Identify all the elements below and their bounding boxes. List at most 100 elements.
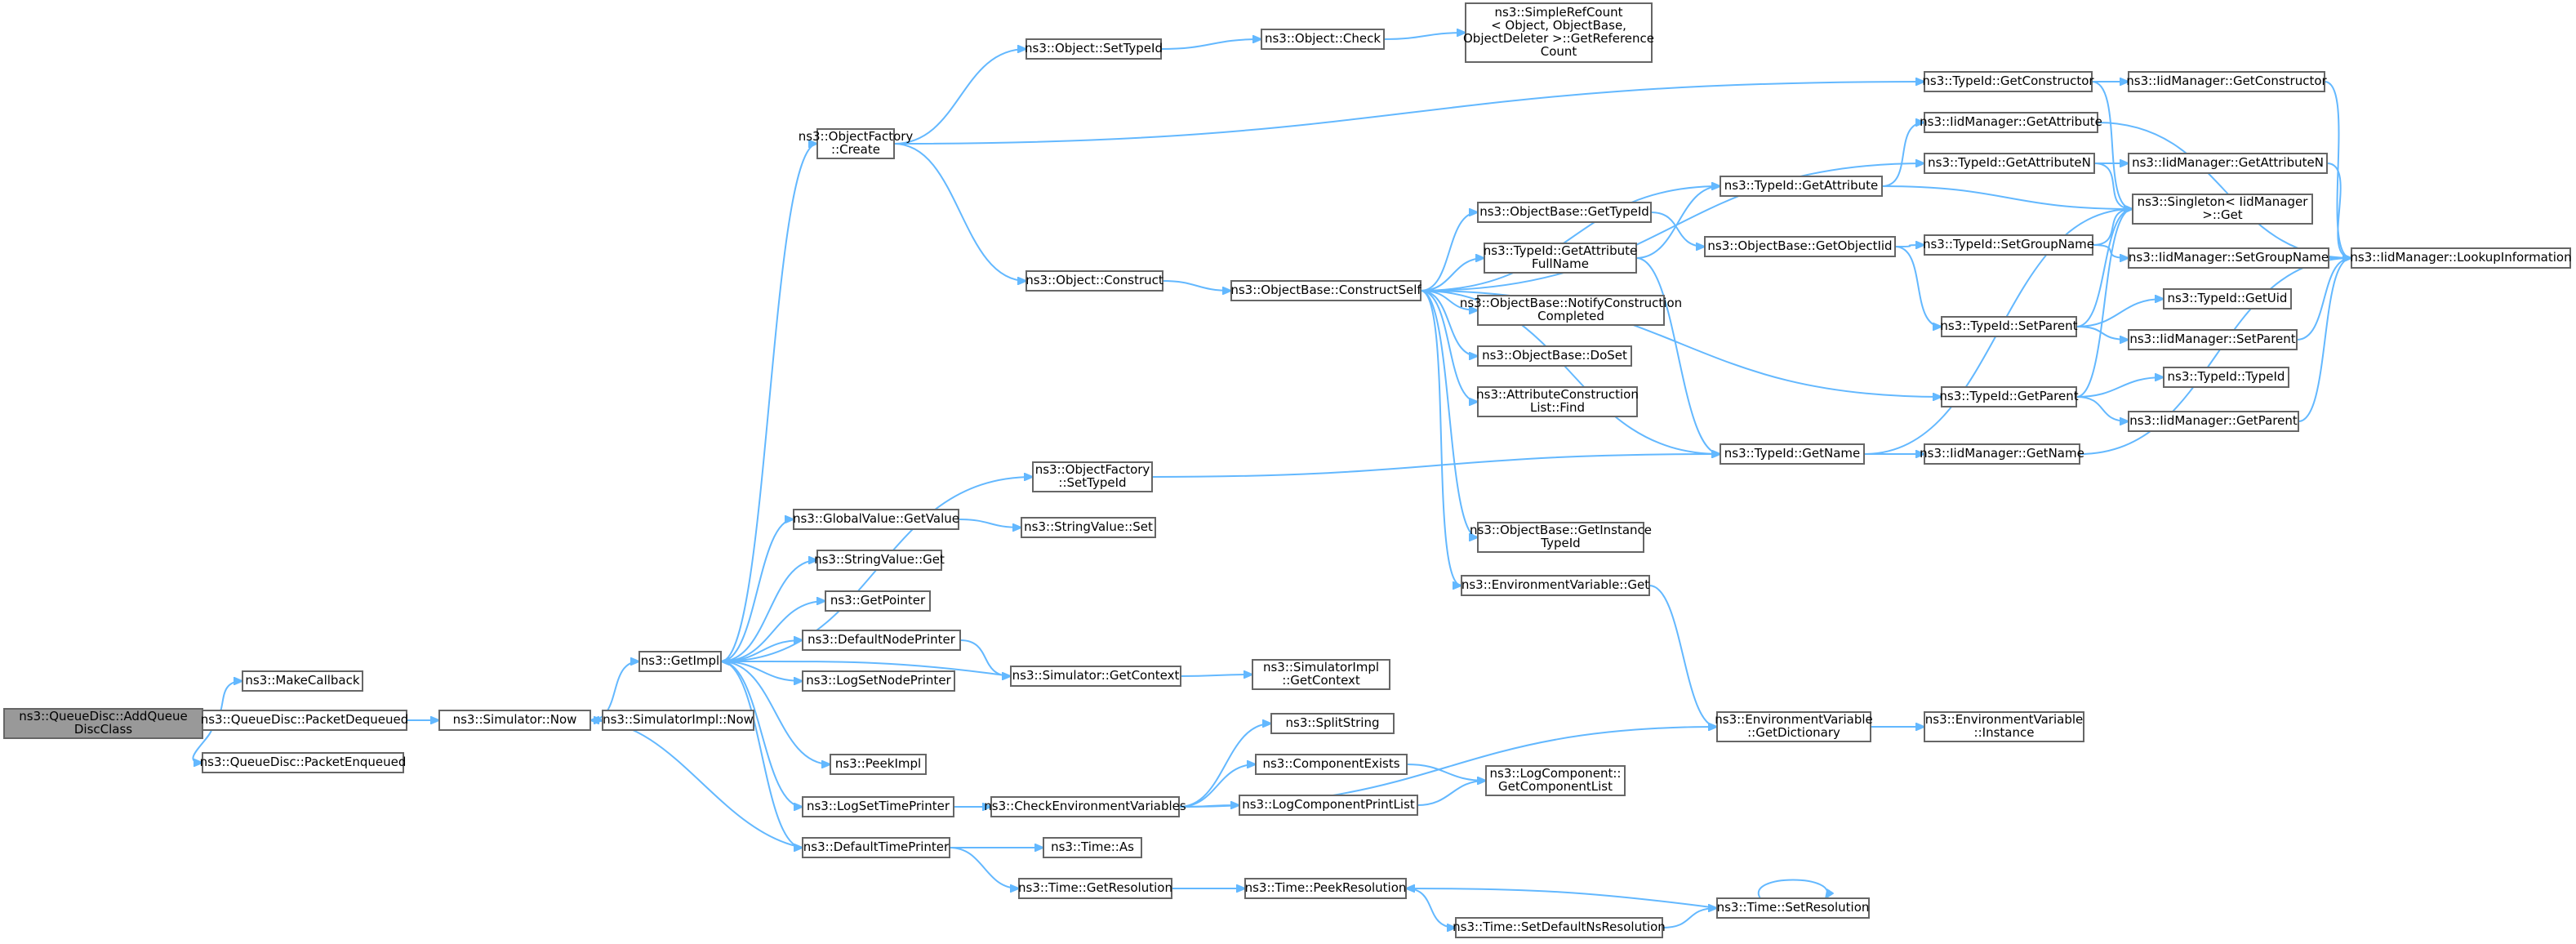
node-envget[interactable]: ns3::EnvironmentVariable::Get [1461, 575, 1650, 596]
edge-constructself-to-getinsttid [1420, 290, 1478, 537]
node-svset[interactable]: ns3::StringValue::Set [1021, 517, 1156, 538]
node-logsetnodeprinter[interactable]: ns3::LogSetNodePrinter [802, 670, 955, 692]
edge-iidgetparent-to-lookupinfo [2298, 258, 2351, 422]
node-ofsettid[interactable]: ns3::ObjectFactory::SetTypeId [1032, 461, 1153, 492]
node-singleton[interactable]: ns3::Singleton< IidManager>::Get [2132, 194, 2313, 225]
node-envgetdict[interactable]: ns3::EnvironmentVariable::GetDictionary [1715, 711, 1873, 742]
node-doset[interactable]: ns3::ObjectBase::DoSet [1477, 345, 1632, 367]
node-tidgetparent[interactable]: ns3::TypeId::GetParent [1939, 386, 2079, 407]
node-iidgetattr[interactable]: ns3::IidManager::GetAttribute [1920, 112, 2102, 133]
node-tidtid[interactable]: ns3::TypeId::TypeId [2163, 367, 2289, 388]
node-tidsetparent[interactable]: ns3::TypeId::SetParent [1940, 316, 2078, 337]
node-iidgetattrn[interactable]: ns3::IidManager::GetAttributeN [2128, 153, 2328, 174]
node-label: ns3::TypeId::GetAttributeN [1928, 155, 2091, 170]
node-peekimpl[interactable]: ns3::PeekImpl [830, 754, 927, 775]
node-timepeekres[interactable]: ns3::Time::PeekResolution [1244, 878, 1407, 899]
node-iidgetctor[interactable]: ns3::IidManager::GetConstructor [2126, 71, 2328, 92]
edge-compexists-to-logcompget [1406, 764, 1486, 781]
node-constructself[interactable]: ns3::ObjectBase::ConstructSelf [1230, 280, 1421, 301]
node-ofcreate[interactable]: ns3::ObjectFactory::Create [799, 128, 914, 159]
node-box [1924, 443, 2080, 465]
edge-tidattrfull-to-tidgetname [1635, 257, 1720, 454]
edge-getobjtid-to-tidsetgroup [1894, 245, 1924, 247]
node-timesetdefns[interactable]: ns3::Time::SetDefaultNsResolution [1453, 917, 1666, 938]
node-lookupinfo[interactable]: ns3::IidManager::LookupInformation [2350, 247, 2572, 269]
node-label: List::Find [1530, 400, 1585, 415]
edge-tidgetattr-to-iidgetattr [1881, 122, 1924, 187]
node-box [242, 670, 363, 692]
node-objsettid[interactable]: ns3::Object::SetTypeId [1025, 38, 1163, 60]
edge-constructself-to-tidattrfull [1420, 258, 1484, 292]
node-label: ns3::LogSetTimePrinter [807, 799, 950, 813]
node-getpointer[interactable]: ns3::GetPointer [825, 590, 931, 612]
edge-logcompprint-to-logcompget [1417, 781, 1486, 806]
node-defaulttimeprinter[interactable]: ns3::DefaultTimePrinter [802, 837, 950, 858]
node-svget[interactable]: ns3::StringValue::Get [814, 550, 945, 571]
edge-constructself-to-attrconstr [1420, 290, 1478, 402]
edge-getimpl-to-logsettimeprinter [720, 661, 803, 807]
node-timeas[interactable]: ns3::Time::As [1043, 837, 1142, 858]
node-logsettimeprinter[interactable]: ns3::LogSetTimePrinter [802, 796, 954, 817]
node-box [1720, 176, 1883, 197]
node-iidsetparent[interactable]: ns3::IidManager::SetParent [2128, 329, 2298, 350]
node-simimplnow[interactable]: ns3::SimulatorImpl::Now [602, 710, 754, 731]
node-obgettid[interactable]: ns3::ObjectBase::GetTypeId [1477, 202, 1652, 223]
node-checkenv[interactable]: ns3::CheckEnvironmentVariables [984, 796, 1186, 817]
node-notifyconstr[interactable]: ns3::ObjectBase::NotifyConstructionCompl… [1460, 295, 1682, 326]
edge-timesetdefns-to-timesetres [1662, 908, 1717, 928]
node-simnow[interactable]: ns3::Simulator::Now [438, 710, 591, 731]
node-getimpl[interactable]: ns3::GetImpl [638, 651, 722, 672]
node-tidgetname[interactable]: ns3::TypeId::GetName [1720, 443, 1865, 465]
node-iidgetparent[interactable]: ns3::IidManager::GetParent [2128, 411, 2299, 432]
node-tidsetgroup[interactable]: ns3::TypeId::SetGroupName [1923, 234, 2094, 256]
node-timesetres[interactable]: ns3::Time::SetResolution [1716, 897, 1870, 919]
node-refcount[interactable]: ns3::SimpleRefCount< Object, ObjectBase,… [1463, 2, 1654, 63]
edge-timepeekres-to-timesetdefns [1405, 888, 1456, 928]
node-compexists[interactable]: ns3::ComponentExists [1255, 754, 1408, 775]
node-box [2128, 71, 2325, 92]
node-tidgetattrn[interactable]: ns3::TypeId::GetAttributeN [1924, 153, 2095, 174]
node-box [1485, 765, 1626, 796]
node-iidgetname[interactable]: ns3::IidManager::GetName [1920, 443, 2084, 465]
node-box [1477, 295, 1665, 326]
node-makecb[interactable]: ns3::MakeCallback [242, 670, 363, 692]
node-penq[interactable]: ns3::QueueDisc::PacketEnqueued [200, 752, 407, 773]
node-label: ns3::MakeCallback [245, 673, 359, 688]
node-box [802, 837, 950, 858]
node-objcheck[interactable]: ns3::Object::Check [1261, 29, 1385, 50]
node-label: ns3::EnvironmentVariable [1925, 712, 2083, 727]
node-logcompget[interactable]: ns3::LogComponent::GetComponentList [1485, 765, 1626, 796]
node-label: ns3::TypeId::SetParent [1940, 318, 2077, 333]
node-label: ns3::Time::SetDefaultNsResolution [1453, 920, 1666, 934]
node-label: ns3::Time::PeekResolution [1245, 880, 1407, 895]
node-getobjtid[interactable]: ns3::ObjectBase::GetObjectIid [1704, 236, 1896, 257]
node-box [1924, 234, 2093, 256]
node-envinstance[interactable]: ns3::EnvironmentVariable::Instance [1924, 711, 2084, 742]
edge-ofcreate-to-objsettid [893, 49, 1026, 145]
node-iidsetgroup[interactable]: ns3::IidManager::SetGroupName [2128, 247, 2329, 269]
node-objconstruct[interactable]: ns3::Object::Construct [1026, 270, 1163, 292]
node-defnodeprinter[interactable]: ns3::DefaultNodePrinter [802, 630, 961, 651]
node-timegetres[interactable]: ns3::Time::GetResolution [1018, 878, 1172, 899]
node-label: ns3::ObjectBase::GetInstance [1470, 523, 1652, 537]
node-gvgetvalue[interactable]: ns3::GlobalValue::GetValue [793, 509, 959, 530]
node-tidgetattr[interactable]: ns3::TypeId::GetAttribute [1720, 176, 1883, 197]
node-label: ns3::Simulator::GetContext [1012, 668, 1180, 683]
edge-tidgetparent-to-singleton [2075, 209, 2133, 398]
node-tidgetctor[interactable]: ns3::TypeId::GetConstructor [1922, 71, 2094, 92]
node-tidgetuid[interactable]: ns3::TypeId::GetUid [2163, 288, 2292, 309]
node-box [1461, 575, 1650, 596]
node-simgetctx[interactable]: ns3::Simulator::GetContext [1010, 666, 1181, 687]
node-box [1261, 29, 1385, 50]
node-pdeq[interactable]: ns3::QueueDisc::PacketDequeued [201, 710, 409, 731]
node-label: ns3::PeekImpl [835, 756, 921, 771]
node-logcompprint[interactable]: ns3::LogComponentPrintList [1239, 795, 1418, 816]
node-simimplgetctx[interactable]: ns3::SimulatorImpl::GetContext [1252, 659, 1390, 690]
node-splitstring[interactable]: ns3::SplitString [1270, 713, 1395, 734]
